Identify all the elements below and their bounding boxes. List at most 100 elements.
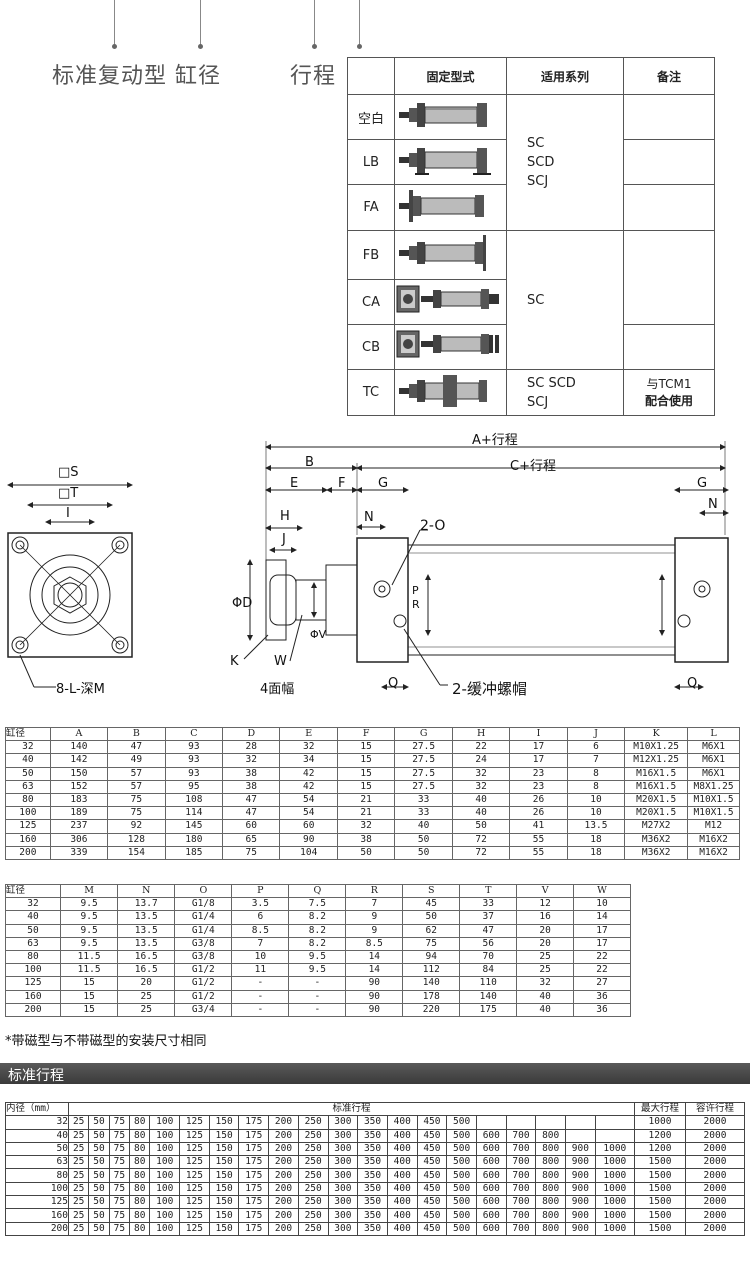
stroke-value-cell: 50 [88,1181,110,1197]
dim1-cell: 21 [336,806,396,821]
stroke-value-cell: 175 [238,1141,270,1157]
dim2-cell: 9.5 [288,949,347,965]
label-j: J [282,532,286,547]
stroke-value-cell: 700 [505,1141,537,1157]
dim1-cell: 10 [566,792,626,808]
label-c-stroke: C+行程 [510,459,556,474]
stroke-value-cell: 200 [268,1168,299,1183]
dim1-cell: 15 [336,753,396,768]
series-sc-2: SC [527,292,545,308]
dim2-cell: 16 [516,910,575,925]
dim1-h5: E [279,726,338,742]
dim2-cell: 6 [231,910,290,925]
dim1-cell: 57 [107,779,166,794]
label-g-left: G [378,476,389,491]
dim2-cell: 62 [402,923,461,938]
stroke-value-cell: 400 [386,1168,418,1183]
dim1-h4: D [222,726,281,742]
stroke-value-cell: 600 [475,1155,507,1170]
stroke-value-cell: 350 [357,1128,388,1143]
dim1-cell: 26 [509,806,568,821]
stroke-value-cell: 100 [149,1168,181,1183]
dim1-cell: 10 [566,806,626,821]
stroke-value-cell: 25 [67,1155,90,1170]
stroke-header-allow: 容许行程 [685,1101,745,1117]
stroke-bore-cell: 50 [5,1141,69,1157]
stroke-value-cell: 250 [297,1168,329,1183]
dim1-cell: 339 [49,845,109,860]
stroke-value-cell: 900 [565,1208,596,1223]
dim1-cell: M16X2 [687,832,740,847]
dim1-cell: M16X2 [687,845,740,860]
stroke-value-cell: 175 [238,1168,270,1183]
stroke-value-cell: 100 [149,1221,181,1236]
dim2-cell: 140 [402,976,461,991]
dim2-cell: G1/4 [174,910,233,925]
stroke-value-cell: 250 [297,1128,329,1143]
stroke-value-cell: 1000 [594,1168,636,1183]
dim1-cell: 50 [336,845,396,860]
stroke-value-cell: 450 [416,1128,448,1143]
stroke-value-cell: 900 [565,1168,596,1183]
stroke-value-cell: 100 [149,1141,181,1157]
label-t: □T [58,486,79,501]
dim2-h9: V [516,883,575,899]
dim2-cell: 36 [573,989,631,1004]
dim2-cell: 56 [459,936,518,951]
dim2-cell: 15 [60,989,119,1004]
stroke-limit-cell: 2000 [685,1128,745,1143]
stroke-value-cell: 1000 [594,1221,636,1236]
dim2-cell: 9 [345,910,404,925]
stroke-value-cell: 450 [416,1115,448,1130]
stroke-value-cell: 300 [327,1195,359,1210]
dim1-cell: 185 [164,845,224,860]
dim2-cell: 22 [573,949,631,965]
stroke-value-cell: 700 [505,1128,537,1143]
stroke-value-cell: 125 [179,1208,210,1223]
stroke-value-cell: 250 [297,1195,329,1210]
dim1-cell: 32 [451,766,511,781]
stroke-value-cell: 50 [88,1128,110,1143]
dim2-cell: 15 [60,976,119,991]
series-scd: SCD [527,155,555,170]
dim1-cell: 237 [49,819,109,834]
dim1-cell: 32 [5,740,51,755]
dim2-cell: 90 [345,976,404,991]
stroke-value-cell: 175 [238,1181,270,1197]
dim2-cell: 13.5 [117,923,176,938]
dim2-h2: N [117,883,176,899]
dim2-cell: 50 [402,910,461,925]
dim2-h8: T [459,883,518,899]
dim2-cell: - [288,1002,347,1017]
dim1-cell: 145 [164,819,224,834]
dim2-cell: 8.2 [288,936,347,951]
mount-note-blank [623,94,715,140]
dim1-cell: 17 [509,740,568,755]
stroke-value-cell: 75 [108,1128,131,1143]
dim2-cell: 16.5 [117,949,176,965]
dim2-cell: 14 [345,963,404,978]
cylinder-rear-flange-icon [394,230,507,280]
stroke-value-cell: 80 [129,1181,151,1197]
stroke-value-cell: 80 [129,1155,151,1170]
dim2-cell: 7.5 [288,897,347,912]
stroke-value-cell: 450 [416,1195,448,1210]
dim1-cell: 92 [107,819,166,834]
dim2-cell: 20 [117,976,176,991]
dim1-cell: 108 [164,792,224,808]
mount-code-ca: CA [347,279,395,325]
cylinder-trunnion-icon [394,369,507,416]
dim2-cell: 8.2 [288,910,347,925]
stroke-value-cell: 450 [416,1168,448,1183]
dim1-cell: 26 [509,792,568,808]
stroke-header-row: 内径（mm） 标准行程 最大行程 容许行程 [5,1101,745,1117]
label-d: ΦD [232,596,253,611]
dim2-cell: 178 [402,989,461,1004]
dim2-cell: 9.5 [60,923,119,938]
dim1-cell: 160 [5,832,51,847]
dim1-cell: 32 [336,819,396,834]
